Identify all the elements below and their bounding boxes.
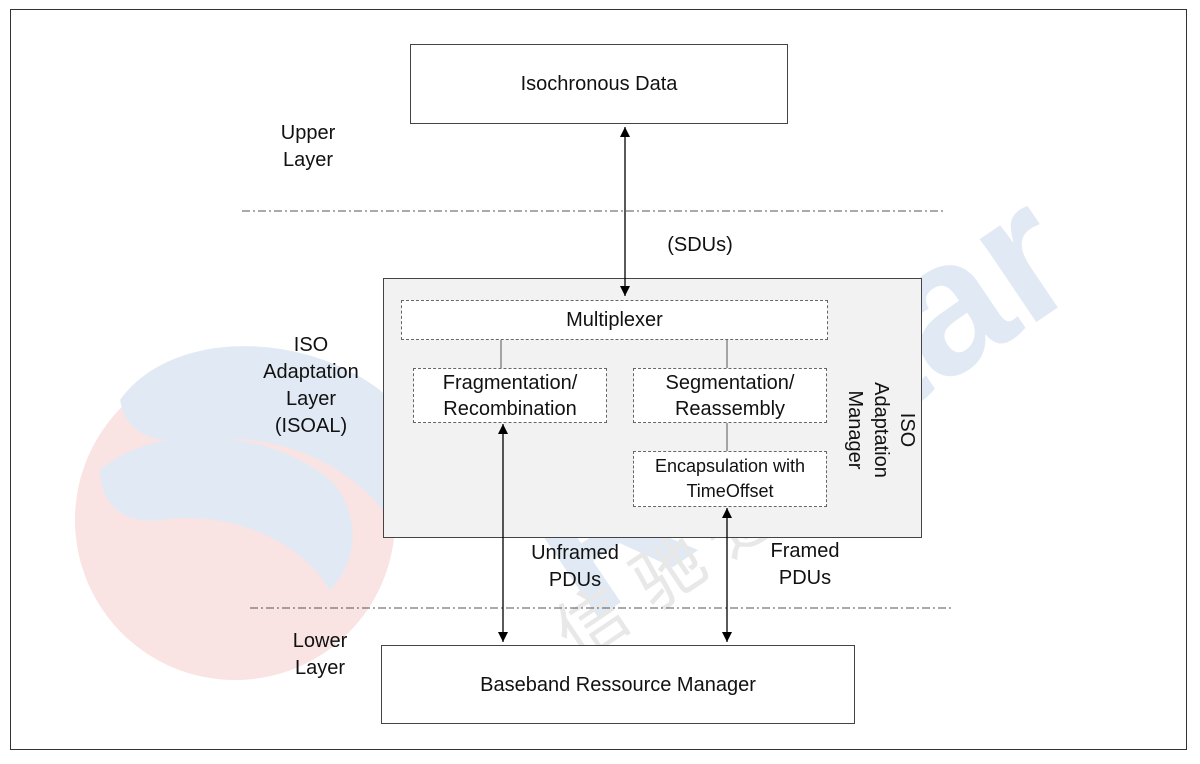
diagram-frame <box>10 9 1187 750</box>
sdus-label: (SDUs) <box>667 234 733 256</box>
baseband-box: Baseband Ressource Manager <box>381 645 855 724</box>
watermark-blue-swoosh-1 <box>120 346 412 520</box>
baseband-label: Baseband Ressource Manager <box>480 673 756 696</box>
manager-title-label: ISO Adaptation Manager <box>844 382 919 478</box>
lower-layer-label: Lower Layer <box>292 630 348 679</box>
manager-title: ISO Adaptation Manager <box>844 360 918 500</box>
isochronous-data-label: Isochronous Data <box>520 73 678 95</box>
encapsulation-label: Encapsulation with TimeOffset <box>654 456 806 501</box>
isoal-layer-label: ISO Adaptation Layer (ISOAL) <box>263 334 359 437</box>
multiplexer-box: Multiplexer <box>401 300 828 340</box>
unframed-pdus-label: Unframed PDUs <box>531 542 619 591</box>
segmentation-box: Segmentation/ Reassembly <box>633 368 827 423</box>
encapsulation-box: Encapsulation with TimeOffset <box>633 451 827 507</box>
isochronous-data-box: Isochronous Data <box>410 44 788 124</box>
fragmentation-label: Fragmentation/ Recombination <box>442 371 578 420</box>
watermark-blue-swoosh-2 <box>100 437 353 590</box>
upper-layer-label: Upper Layer <box>280 122 336 171</box>
multiplexer-label: Multiplexer <box>566 309 663 331</box>
framed-pdus-label: Framed PDUs <box>770 540 840 589</box>
fragmentation-box: Fragmentation/ Recombination <box>413 368 607 423</box>
segmentation-label: Segmentation/ Reassembly <box>665 371 795 420</box>
